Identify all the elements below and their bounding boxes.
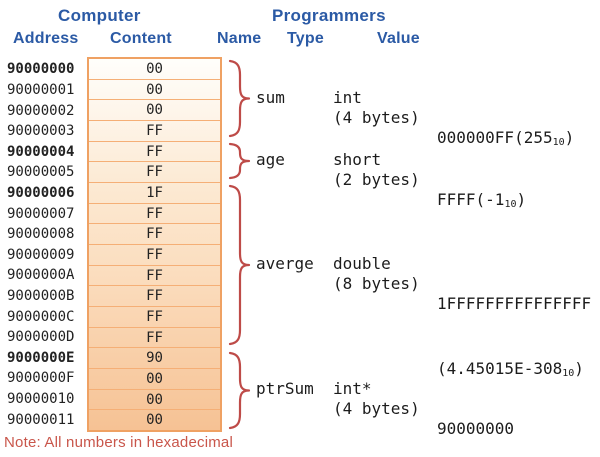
var-type-averge: double (8 bytes) [333,254,437,424]
memory-cell: 00 [146,60,163,77]
brace-sum [228,59,251,138]
memory-address: 9000000F [7,370,75,387]
memory-cell: FF [89,244,220,265]
memory-address: 90000005 [7,164,75,181]
memory-cell: 00 [89,78,220,100]
memory-address: 9000000E [7,349,75,366]
var-type-line1: double [333,254,391,273]
memory-address: 90000003 [7,123,75,140]
var-name-sum: sum [256,88,285,107]
annotation-age: age short (2 bytes) FFFF(-110) [256,150,526,295]
memory-address: 90000000 [7,61,75,78]
var-type-line2: (8 bytes) [333,274,420,293]
var-type-line2: (4 bytes) [333,399,420,418]
var-name-age: age [256,150,285,169]
memory-address: 90000002 [7,102,75,119]
memory-cell: 00 [89,99,220,120]
memory-address: 9000000A [7,267,75,284]
annotation-ptrsum: ptrSum int* (4 bytes) 90000000 [256,379,514,457]
memory-cell: FF [89,161,220,182]
brace-ptrsum [228,351,251,430]
var-type-ptrsum: int* (4 bytes) [333,379,437,457]
var-value-ptrsum: 90000000 [437,379,514,457]
memory-cell: FF [89,326,220,348]
memory-cell: FF [89,264,220,286]
var-value-averge: 1FFFFFFFFFFFFFFF (4.45015E-30810) [437,254,591,424]
memory-cell: FF [89,223,220,244]
name-column-header: Name [217,30,262,47]
brace-averge [228,184,251,346]
var-type-age: short (2 bytes) [333,150,437,295]
var-type-sum: int (4 bytes) [333,88,437,233]
value-column-header: Value [377,30,420,47]
var-type-line1: int [333,88,362,107]
var-value-line1: 1FFFFFFFFFFFFFFF [437,294,592,313]
address-column-header: Address [13,30,79,47]
memory-cell: FF [89,306,220,327]
memory-address: 9000000D [7,329,75,346]
var-type-line1: short [333,150,382,169]
memory-cell: 00 [89,388,220,410]
memory-cell: 00 [89,368,220,389]
memory-cell: FF [89,120,220,141]
content-column-header: Content [110,30,172,47]
memory-address: 90000011 [7,411,75,428]
computer-header: Computer [58,6,141,25]
memory-cell: 1F [89,182,220,203]
var-value-line1: FFFF(-110) [437,190,527,210]
memory-cell: 00 [89,409,220,430]
memory-cell: FF [89,140,220,162]
memory-address: 90000007 [7,205,75,222]
var-value-line1: 000000FF(25510) [437,128,575,148]
brace-age [228,142,251,180]
memory-address: 90000004 [7,143,75,160]
var-value-age: FFFF(-110) [437,150,526,295]
annotation-averge: averge double (8 bytes) 1FFFFFFFFFFFFFFF… [256,254,591,424]
var-name-ptrsum: ptrSum [256,379,314,398]
var-name-averge: averge [256,254,314,273]
var-type-line1: int* [333,379,372,398]
memory-address: 90000009 [7,246,75,263]
var-type-line2: (4 bytes) [333,108,420,127]
memory-address: 90000010 [7,391,75,408]
var-type-line2: (2 bytes) [333,170,420,189]
hexadecimal-note: Note: All numbers in hexadecimal [4,434,234,451]
var-value-line2: (4.45015E-30810) [437,359,584,379]
memory-address: 90000008 [7,226,75,243]
var-value-sum: 000000FF(25510) [437,88,574,233]
annotation-sum: sum int (4 bytes) 000000FF(25510) [256,88,574,233]
var-value-line1: 90000000 [437,419,515,438]
memory-cell: FF [89,202,220,224]
memory-address: 90000006 [7,184,75,201]
memory-address: 9000000C [7,308,75,325]
memory-address-rows: 90000000 90000001 90000002 90000003 90000004… [7,57,86,432]
programmers-header: Programmers [272,6,386,25]
memory-cell: 90 [89,347,220,368]
memory-address: 9000000B [7,288,75,304]
memory-cell: FF [89,285,220,306]
memory-address: 90000001 [7,81,75,98]
type-column-header: Type [287,30,324,47]
